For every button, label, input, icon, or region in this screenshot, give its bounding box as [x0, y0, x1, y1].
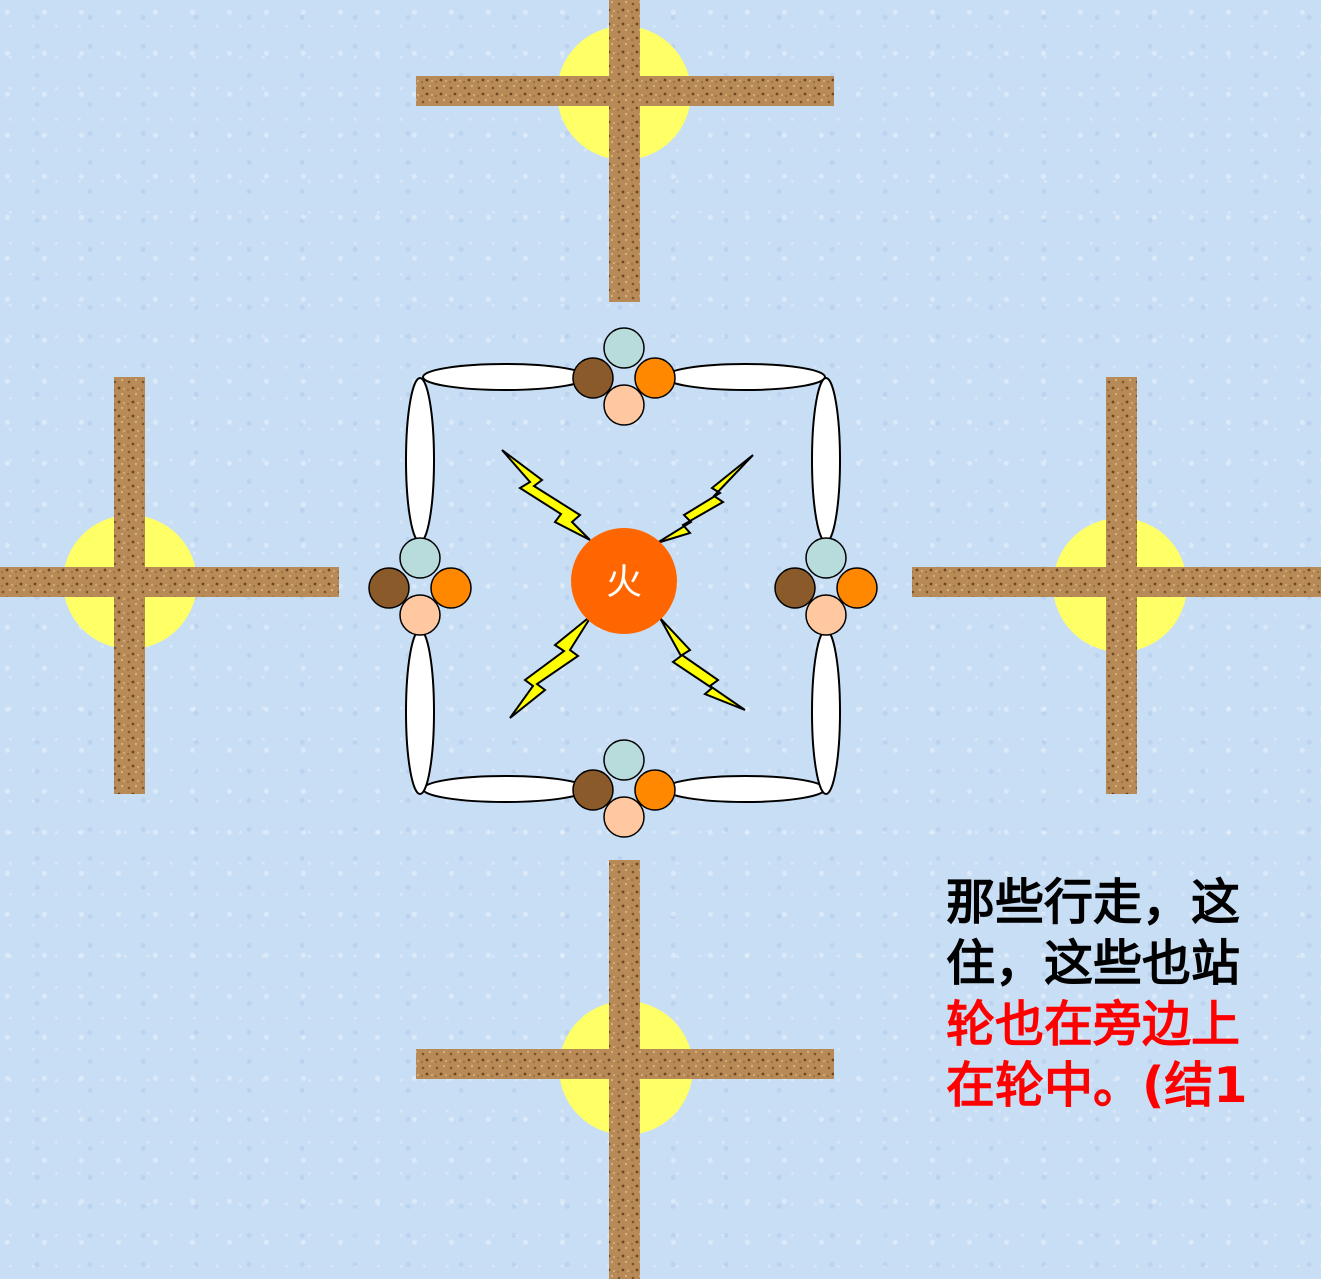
lightning-bolt-top-right-icon: [656, 454, 754, 544]
cross-horizontal-beam: [416, 1049, 834, 1079]
face-top: [603, 739, 645, 781]
face-right: [634, 357, 676, 399]
face-bottom: [603, 384, 645, 426]
wheel-rim-right-top: [811, 377, 841, 543]
face-right: [430, 567, 472, 609]
face-bottom: [603, 796, 645, 838]
face-right: [634, 769, 676, 811]
faces-right: [774, 537, 878, 636]
cross-horizontal-beam: [416, 76, 834, 106]
caption-line-1: 那些行走，这: [946, 874, 1241, 931]
cross-horizontal-beam: [0, 567, 339, 597]
fire-circle: [571, 528, 677, 634]
cross-top: [416, 0, 834, 302]
faces-top: [572, 327, 676, 426]
wheel-rim-top-left: [422, 363, 588, 391]
cross-bottom: [416, 860, 834, 1279]
face-top: [603, 327, 645, 369]
face-right: [836, 567, 878, 609]
lightning-bolt-bottom-right-icon: [659, 617, 746, 711]
caption-line-2: 住，这些也站: [946, 935, 1241, 992]
faces-left: [368, 537, 472, 636]
cross-horizontal-beam: [912, 567, 1321, 597]
wheel-rim-left-top: [405, 377, 435, 543]
wheel-rim-left-bottom: [405, 629, 435, 795]
wheel-rim-right-bottom: [811, 629, 841, 795]
cross-left: [0, 377, 339, 794]
wheel-rim-top-right: [664, 363, 826, 391]
cross-right: [912, 377, 1321, 794]
face-bottom: [805, 594, 847, 636]
face-top: [805, 537, 847, 579]
wheel-rim-bottom-left: [422, 775, 588, 803]
cross-vertical-beam: [609, 0, 640, 302]
caption-text: 那些行走，这 住，这些也站 轮也在旁边上 在轮中。(结1: [946, 872, 1321, 1232]
lightning-bolt-top-left-icon: [501, 449, 591, 541]
face-left: [774, 567, 816, 609]
lightning-bolt-bottom-left-icon: [509, 614, 593, 719]
wheel-rim-bottom-right: [664, 775, 826, 803]
face-bottom: [399, 594, 441, 636]
faces-bottom: [572, 739, 676, 838]
caption-line-4: 在轮中。(结1: [946, 1057, 1248, 1114]
face-left: [368, 567, 410, 609]
fire-center: 火: [571, 528, 677, 634]
caption-line-3: 轮也在旁边上: [946, 996, 1241, 1053]
fire-label: 火: [606, 562, 642, 603]
face-left: [572, 357, 614, 399]
face-top: [399, 537, 441, 579]
lightning-bolts: [501, 449, 754, 719]
face-left: [572, 769, 614, 811]
